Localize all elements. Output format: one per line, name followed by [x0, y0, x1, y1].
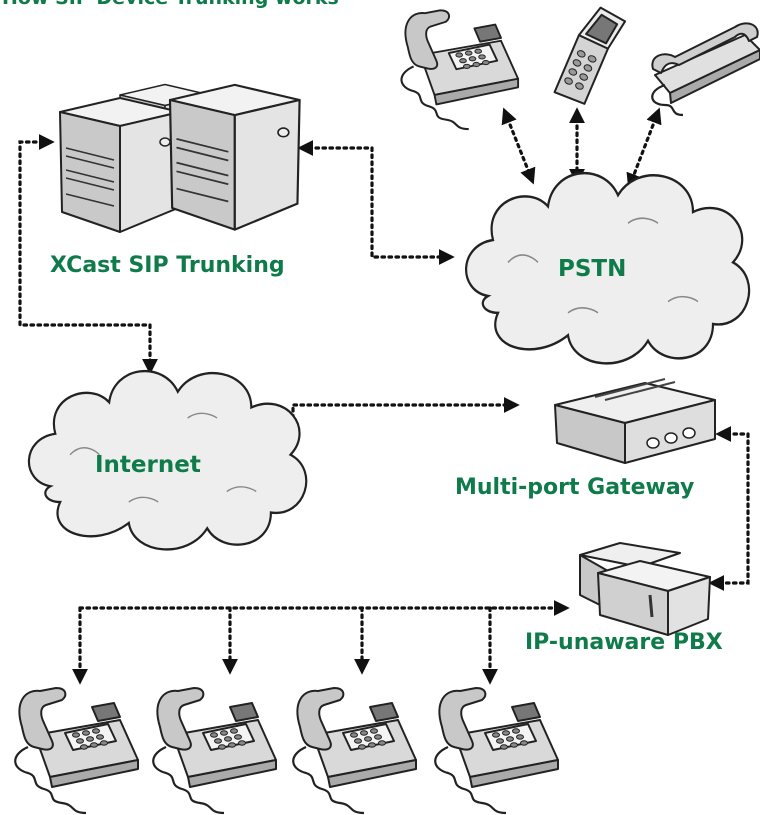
connector-cordless-pstn [626, 107, 662, 190]
page-title: How SIP Device Trunking works [2, 0, 339, 9]
connector-gateway-pbx [708, 426, 750, 591]
connector-server-pstn [297, 140, 455, 265]
connector-server-left [18, 134, 158, 375]
desk-phone-icon [292, 686, 418, 815]
desk-phone-icon [152, 686, 278, 815]
desk-phone-icon [14, 686, 140, 815]
flip-phone-icon [553, 6, 627, 105]
server-icon [59, 83, 301, 233]
desk-phone-icon [434, 686, 560, 815]
connector-internet-gateway [267, 397, 520, 440]
label-gateway: Multi-port Gateway [455, 475, 694, 500]
label-pstn: PSTN [558, 256, 626, 282]
gateway-icon [554, 378, 716, 464]
label-xcast: XCast SIP Trunking [50, 253, 285, 278]
desk-phone-icon [400, 9, 520, 131]
pbx-icon [579, 542, 711, 636]
connector-deskphone-pstn [501, 107, 536, 185]
cordless-phone-icon [651, 22, 760, 117]
label-internet: Internet [95, 452, 201, 478]
label-pbx: IP-unaware PBX [525, 630, 723, 655]
